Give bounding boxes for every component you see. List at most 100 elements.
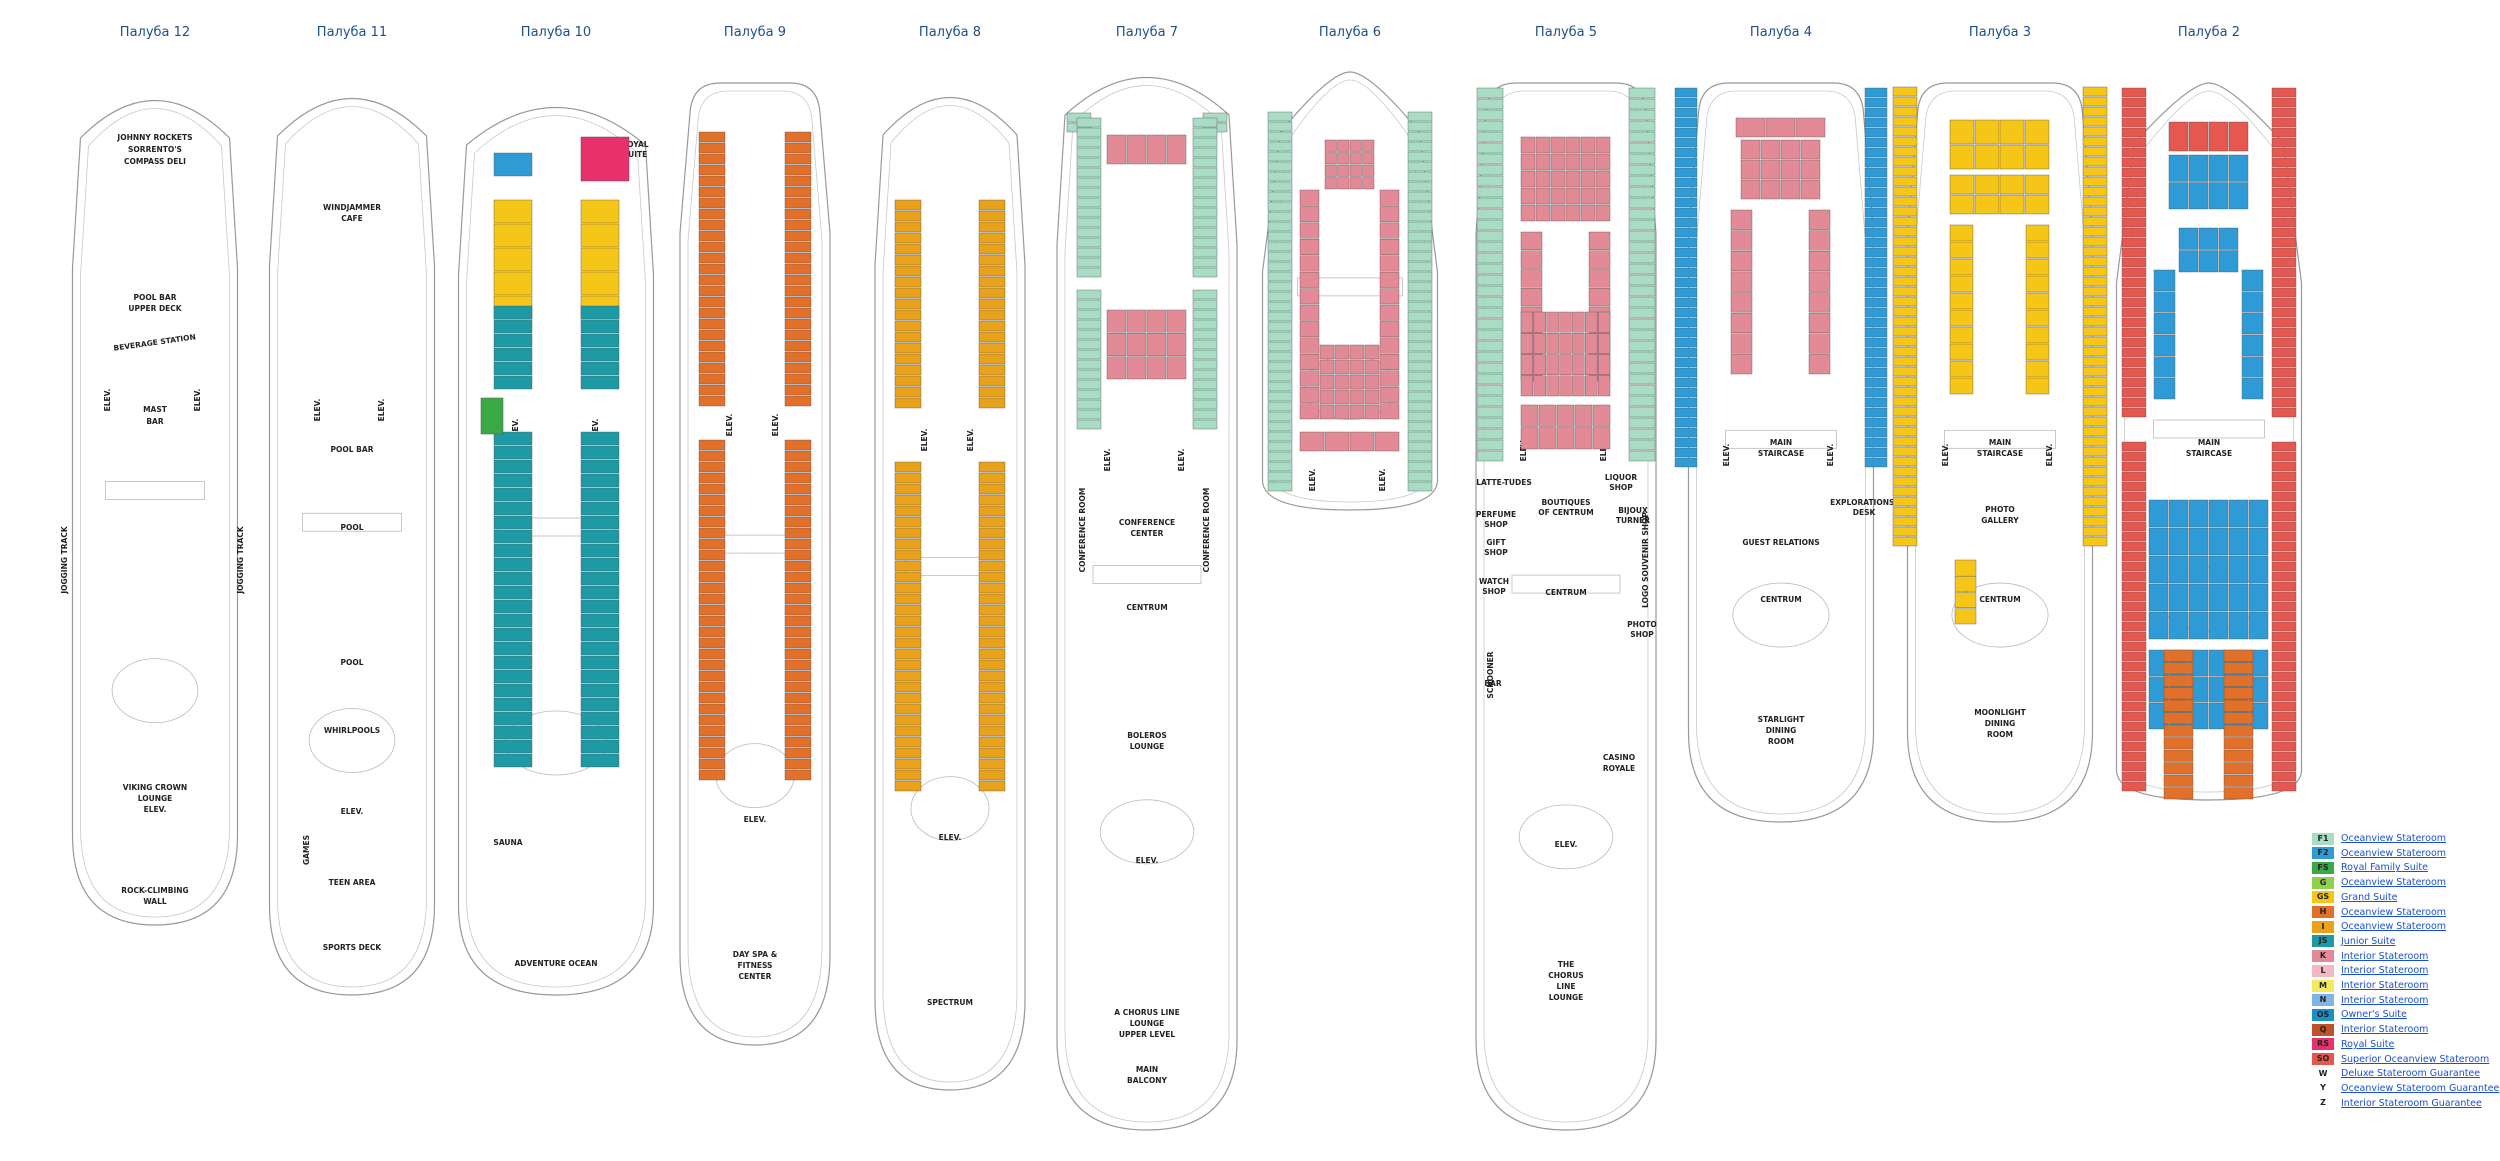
legend-link[interactable]: Oceanview Stateroom Guarantee (2341, 1082, 2500, 1094)
stateroom-cell (1349, 152, 1362, 165)
stateroom-cell (1192, 267, 1218, 278)
stateroom-cell (894, 593, 922, 605)
stateroom-cell (1892, 536, 1918, 547)
stateroom-cell (2168, 499, 2189, 528)
stateroom-cell (698, 142, 726, 154)
stateroom-cell (2082, 246, 2108, 257)
stateroom-cell (1476, 318, 1504, 330)
stateroom-cell (2121, 307, 2147, 318)
stateroom-cell (1740, 159, 1761, 180)
stateroom-cell (978, 703, 1006, 715)
stateroom-cell (2121, 127, 2147, 138)
legend-link[interactable]: Owner's Suite (2341, 1009, 2407, 1021)
legend-link[interactable]: Interior Stateroom (2341, 994, 2429, 1006)
stateroom-cell (894, 659, 922, 671)
stateroom-cell (493, 641, 533, 656)
legend-link[interactable]: Oceanview Stateroom (2341, 847, 2447, 859)
stateroom-cell (698, 725, 726, 737)
legend-link[interactable]: Interior Stateroom (2341, 1024, 2429, 1036)
venue-label: WALL (143, 897, 167, 906)
stateroom-cell (1949, 343, 1974, 361)
stateroom-cell (784, 208, 812, 220)
stateroom-cell (978, 265, 1006, 277)
stateroom-cell (784, 175, 812, 187)
stateroom-cell (2082, 466, 2108, 477)
stateroom-cell (1076, 379, 1102, 390)
stateroom-cell (894, 527, 922, 539)
stateroom-cell (1595, 136, 1611, 154)
stateroom-cell (580, 319, 620, 334)
legend-link[interactable]: Interior Stateroom (2341, 950, 2429, 962)
stateroom-cell (2082, 486, 2108, 497)
stateroom-cell (2271, 681, 2297, 692)
stateroom-cell (2121, 481, 2147, 492)
legend-link[interactable]: Junior Suite (2341, 935, 2396, 947)
stateroom-cell (1892, 346, 1918, 357)
stateroom-cell (698, 252, 726, 264)
stateroom-cell (1476, 241, 1504, 253)
stateroom-cell (1476, 186, 1504, 198)
stateroom-cell (2082, 446, 2108, 457)
legend-link[interactable]: Interior Stateroom Guarantee (2341, 1097, 2482, 1109)
stateroom-cell (1476, 87, 1504, 99)
stateroom-cell (698, 175, 726, 187)
legend-link[interactable]: Interior Stateroom (2341, 965, 2429, 977)
legend-link[interactable]: Oceanview Stateroom (2341, 877, 2447, 889)
stateroom-cell (2163, 749, 2194, 762)
legend-link[interactable]: Interior Stateroom (2341, 980, 2429, 991)
stateroom-cell (2082, 436, 2108, 447)
stateroom-cell (1299, 321, 1320, 338)
stateroom-cell (1628, 285, 1656, 297)
stateroom-cell (1864, 337, 1888, 348)
stateroom-cell (1892, 276, 1918, 287)
stateroom-cell (2271, 247, 2297, 258)
stateroom-cell (1192, 359, 1218, 370)
legend-link[interactable]: Superior Oceanview Stateroom (2341, 1053, 2490, 1065)
stateroom-cell (698, 758, 726, 770)
stateroom-cell (1892, 236, 1918, 247)
stateroom-cell (1334, 404, 1350, 420)
stateroom-cell (1864, 267, 1888, 278)
stateroom-cell (2082, 316, 2108, 327)
stateroom-cell (978, 527, 1006, 539)
legend-link[interactable]: Oceanview Stateroom (2341, 833, 2447, 844)
legend-link[interactable]: Oceanview Stateroom (2341, 906, 2447, 918)
stateroom-cell (1892, 406, 1918, 417)
venue-outline (1732, 582, 1830, 648)
stateroom-cell (784, 329, 812, 341)
stateroom-cell (1520, 354, 1534, 375)
legend-link[interactable]: Oceanview Stateroom (2341, 921, 2447, 933)
stateroom-cell (1628, 439, 1656, 451)
stateroom-cell (978, 670, 1006, 682)
legend-link[interactable]: Royal Family Suite (2341, 862, 2428, 874)
stateroom-cell (1800, 159, 1821, 180)
stateroom-cell (978, 626, 1006, 638)
stateroom-cell (2082, 356, 2108, 367)
stateroom-cell (978, 243, 1006, 255)
stateroom-cell (1565, 170, 1581, 188)
legend-link[interactable]: Deluxe Stateroom Guarantee (2341, 1068, 2481, 1080)
legend-link[interactable]: Royal Suite (2341, 1038, 2395, 1050)
stateroom-cell (1267, 441, 1293, 452)
legend-link[interactable]: Grand Suite (2341, 891, 2398, 903)
venue-label: STAIRCASE (1977, 449, 2023, 458)
